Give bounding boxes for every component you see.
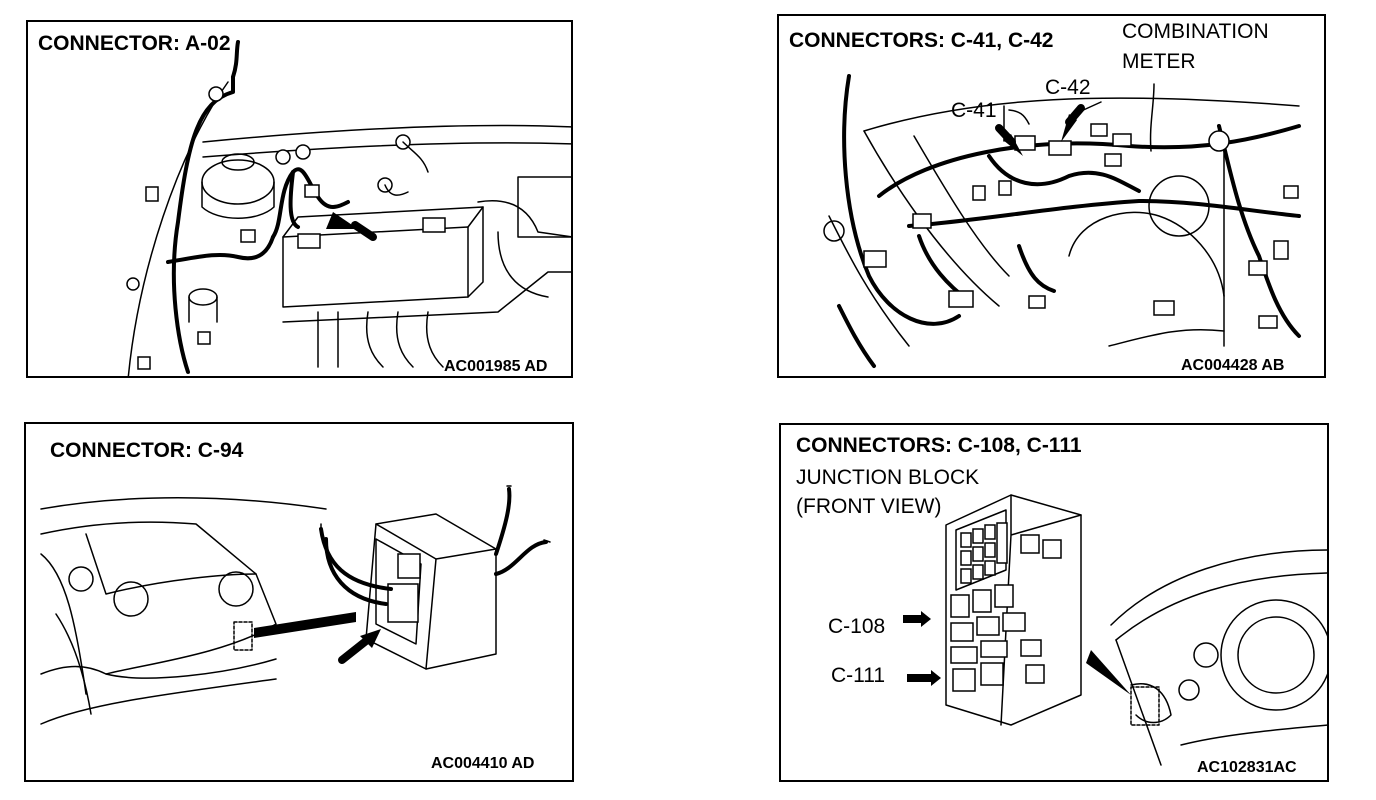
- dash-connector-illustration: [40, 485, 551, 725]
- label-front-view: (FRONT VIEW): [796, 495, 942, 518]
- label-c108: C-108: [828, 615, 886, 638]
- figure-code: AC004410 AD: [431, 755, 535, 772]
- panel-connectors-c41-c42: CONNECTORS: C-41, C-42 COMBINATION METER…: [777, 14, 1326, 378]
- panel-title: CONNECTOR: A-02: [38, 32, 231, 55]
- label-c42: C-42: [1045, 76, 1091, 99]
- panel-connectors-c108-c111: CONNECTORS: C-108, C-111 JUNCTION BLOCK …: [779, 423, 1329, 782]
- panel-title: CONNECTOR: C-94: [50, 439, 244, 462]
- label-c111: C-111: [831, 664, 886, 687]
- label-combination: COMBINATION: [1122, 20, 1269, 43]
- label-junction-block: JUNCTION BLOCK: [796, 466, 980, 489]
- dashboard-harness-illustration: [823, 74, 1301, 368]
- fuse-grid: [950, 522, 1062, 692]
- figure-code: AC102831AC: [1197, 759, 1297, 776]
- panel-connector-a02: CONNECTOR: A-02 AC001985 AD: [26, 20, 573, 378]
- panel-title: CONNECTORS: C-108, C-111: [796, 434, 1082, 457]
- label-c41: C-41: [951, 99, 997, 122]
- label-meter: METER: [1122, 50, 1196, 73]
- junction-block-illustration: [903, 494, 1327, 766]
- figure-code: AC004428 AB: [1181, 357, 1285, 374]
- engine-bay-illustration: [126, 40, 571, 376]
- panel-connector-c94: CONNECTOR: C-94 AC004410 AD: [24, 422, 574, 782]
- figure-code: AC001985 AD: [444, 358, 548, 375]
- panel-title: CONNECTORS: C-41, C-42: [789, 29, 1054, 52]
